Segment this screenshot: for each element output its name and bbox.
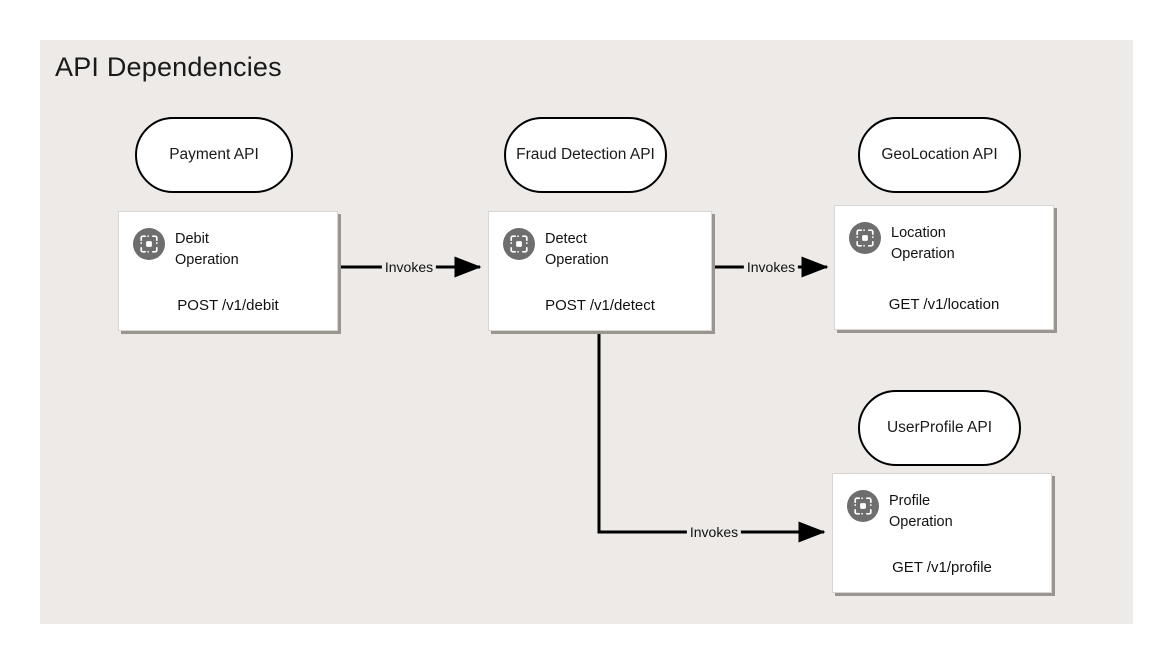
api-node-label: Payment API	[169, 146, 259, 164]
api-node-userprofile[interactable]: UserProfile API	[858, 390, 1021, 466]
operation-scan-icon	[133, 228, 165, 260]
operation-scan-icon	[503, 228, 535, 260]
operation-path: POST /v1/debit	[177, 297, 279, 314]
operation-name: Location Operation	[891, 225, 955, 262]
operation-header: Debit Operation	[133, 228, 239, 270]
operation-name: Profile Operation	[889, 493, 953, 530]
api-node-label: Fraud Detection API	[516, 146, 655, 164]
operation-name: Debit Operation	[175, 231, 239, 268]
operation-name: Detect Operation	[545, 231, 609, 268]
edge-label-detect-to-profile: Invokes	[686, 524, 742, 540]
operation-path: POST /v1/detect	[545, 297, 655, 314]
operation-header: Profile Operation	[847, 490, 953, 532]
edge-label-detect-to-location: Invokes	[743, 259, 799, 275]
operation-card-debit[interactable]: Debit Operation POST /v1/debit	[118, 211, 338, 331]
operation-header: Location Operation	[849, 222, 955, 264]
api-node-fraud-detection[interactable]: Fraud Detection API	[504, 117, 667, 193]
operation-path: GET /v1/profile	[892, 559, 992, 576]
api-node-geolocation[interactable]: GeoLocation API	[858, 117, 1021, 193]
api-node-label: GeoLocation API	[881, 146, 998, 164]
operation-card-detect[interactable]: Detect Operation POST /v1/detect	[488, 211, 712, 331]
operation-card-location[interactable]: Location Operation GET /v1/location	[834, 205, 1054, 330]
operation-path: GET /v1/location	[888, 296, 1000, 313]
edge-label-debit-to-detect: Invokes	[381, 259, 437, 275]
operation-card-profile[interactable]: Profile Operation GET /v1/profile	[832, 473, 1052, 593]
operation-header: Detect Operation	[503, 228, 609, 270]
operation-scan-icon	[847, 490, 879, 522]
api-node-payment[interactable]: Payment API	[135, 117, 293, 193]
operation-scan-icon	[849, 222, 881, 254]
api-node-label: UserProfile API	[886, 419, 993, 437]
page-title: API Dependencies	[55, 52, 282, 82]
